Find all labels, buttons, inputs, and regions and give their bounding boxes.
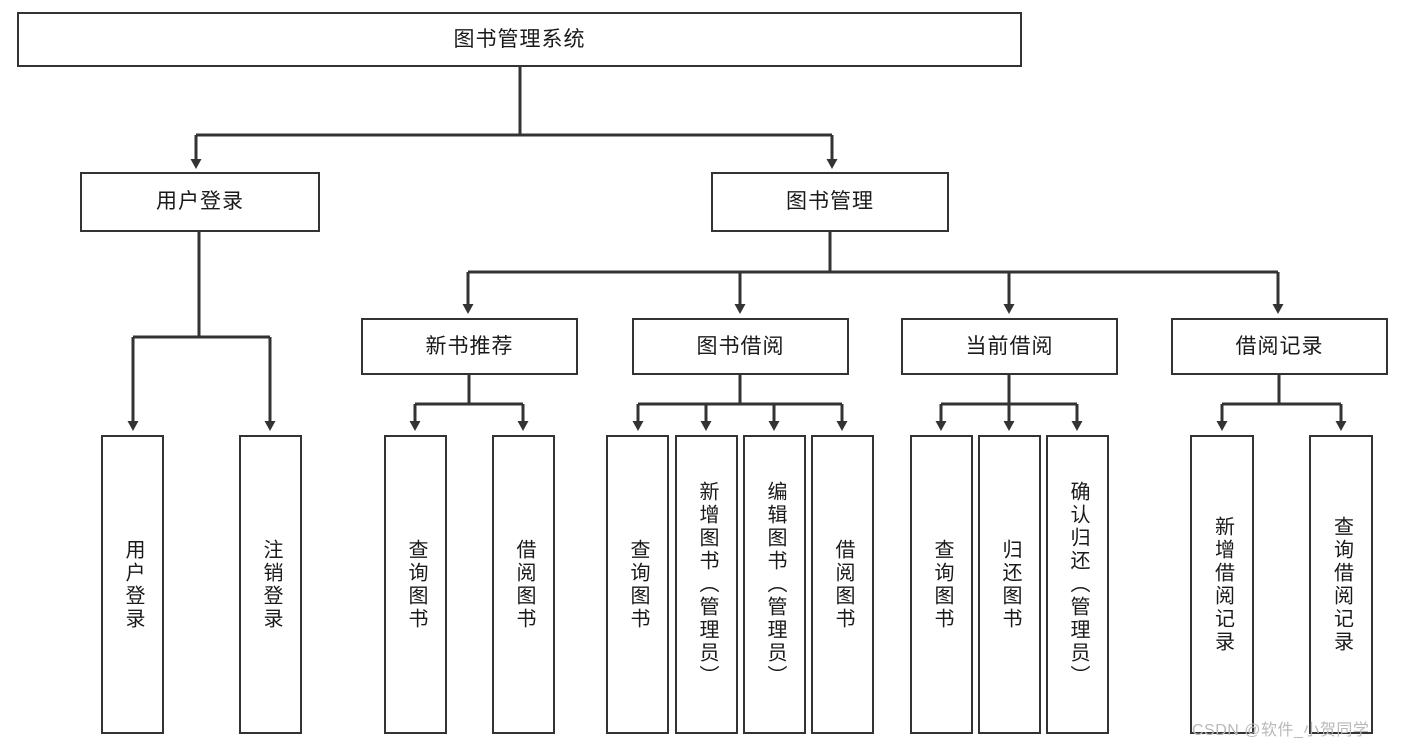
node-label: 查询图书 xyxy=(931,538,953,631)
leaf-add-book[interactable]: 新增图书（管理员） xyxy=(675,435,738,734)
leaf-edit-book[interactable]: 编辑图书（管理员） xyxy=(743,435,806,734)
node-borrow-record[interactable]: 借阅记录 xyxy=(1171,318,1388,375)
node-label: 借阅记录 xyxy=(1235,334,1324,358)
leaf-user-logout[interactable]: 注销登录 xyxy=(239,435,302,734)
csdn-watermark: CSDN @软件_小贺同学 xyxy=(1192,722,1370,739)
node-label: 编辑图书（管理员） xyxy=(764,481,786,688)
node-root-book-management-system[interactable]: 图书管理系统 xyxy=(17,12,1022,67)
leaf-query-book-recommend[interactable]: 查询图书 xyxy=(384,435,447,734)
node-label: 新增借阅记录 xyxy=(1211,515,1234,654)
node-label: 确认归还（管理员） xyxy=(1067,481,1089,688)
leaf-user-login[interactable]: 用户登录 xyxy=(101,435,164,734)
leaf-add-borrow-record[interactable]: 新增借阅记录 xyxy=(1190,435,1254,734)
leaf-confirm-return[interactable]: 确认归还（管理员） xyxy=(1046,435,1109,734)
node-label: 图书管理系统 xyxy=(453,27,586,51)
leaf-return-book[interactable]: 归还图书 xyxy=(978,435,1041,734)
leaf-query-borrow-record[interactable]: 查询借阅记录 xyxy=(1309,435,1373,734)
node-label: 用户登录 xyxy=(122,538,144,631)
node-label: 查询图书 xyxy=(627,538,649,631)
node-label: 归还图书 xyxy=(999,538,1021,631)
node-label: 新增图书（管理员） xyxy=(696,481,718,688)
node-label: 借阅图书 xyxy=(513,538,535,631)
node-label: 注销登录 xyxy=(260,538,282,631)
node-label: 用户登录 xyxy=(156,190,244,214)
leaf-query-book-borrow[interactable]: 查询图书 xyxy=(606,435,669,734)
leaf-borrow-book-recommend[interactable]: 借阅图书 xyxy=(492,435,555,734)
node-label: 当前借阅 xyxy=(965,334,1054,358)
node-current-borrow[interactable]: 当前借阅 xyxy=(901,318,1118,375)
node-label: 借阅图书 xyxy=(832,538,854,631)
node-label: 图书借阅 xyxy=(696,334,785,358)
node-label: 查询借阅记录 xyxy=(1330,515,1353,654)
leaf-borrow-book[interactable]: 借阅图书 xyxy=(811,435,874,734)
node-label: 图书管理 xyxy=(786,190,874,214)
node-new-book-recommend[interactable]: 新书推荐 xyxy=(361,318,578,375)
node-book-management[interactable]: 图书管理 xyxy=(711,172,949,232)
node-label: 查询图书 xyxy=(405,538,427,631)
node-user-login[interactable]: 用户登录 xyxy=(80,172,320,232)
node-book-borrow[interactable]: 图书借阅 xyxy=(632,318,849,375)
node-label: 新书推荐 xyxy=(425,334,514,358)
leaf-query-book-current[interactable]: 查询图书 xyxy=(910,435,973,734)
